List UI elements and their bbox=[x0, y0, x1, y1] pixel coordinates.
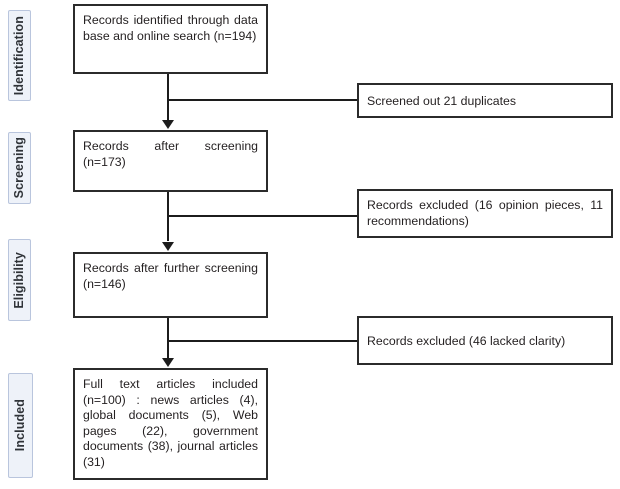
exclusion-box-duplicates: Screened out 21 duplicates bbox=[357, 83, 613, 118]
connector-arrow-eligibility-to-included bbox=[162, 358, 174, 367]
exclusion-box-opinion-pieces: Records excluded (16 opinion pieces, 11 … bbox=[357, 189, 613, 238]
exclusion-box-text: Records excluded (16 opinion pieces, 11 … bbox=[367, 198, 603, 228]
stage-label-screening: Screening bbox=[8, 132, 31, 204]
connector-line-identification-to-screening bbox=[167, 74, 169, 121]
stage-label-included: Included bbox=[8, 373, 33, 478]
stage-label-text: Screening bbox=[12, 137, 27, 199]
exclusion-box-lacked-clarity: Records excluded (46 lacked clarity) bbox=[357, 316, 613, 365]
exclusion-box-text: Screened out 21 duplicates bbox=[367, 94, 517, 109]
connector-branch-to-records-excluded-clarity bbox=[167, 340, 357, 342]
connector-arrow-screening-to-eligibility bbox=[162, 242, 174, 251]
connector-arrow-identification-to-screening bbox=[162, 120, 174, 129]
flow-box-text: Full text articles included (n=100) : ne… bbox=[83, 377, 258, 470]
flow-box-text: Records after further screening (n=146) bbox=[83, 261, 258, 291]
exclusion-box-text: Records excluded (46 lacked clarity) bbox=[367, 334, 566, 349]
flow-box-text: Records after screening (n=173) bbox=[83, 139, 258, 169]
stage-label-identification: Identification bbox=[8, 10, 31, 101]
stage-label-text: Eligibility bbox=[12, 251, 27, 309]
flow-box-full-text-articles-included: Full text articles included (n=100) : ne… bbox=[73, 368, 268, 480]
flow-box-text: Records identified through data base and… bbox=[83, 13, 258, 43]
connector-branch-to-duplicates bbox=[167, 99, 357, 101]
flow-box-records-after-further-screening: Records after further screening (n=146) bbox=[73, 252, 268, 318]
flow-box-records-after-screening: Records after screening (n=173) bbox=[73, 130, 268, 192]
connector-branch-to-records-excluded-opinion bbox=[167, 215, 357, 217]
flow-box-records-identified: Records identified through data base and… bbox=[73, 4, 268, 74]
stage-label-text: Identification bbox=[12, 15, 27, 96]
stage-label-text: Included bbox=[13, 399, 28, 452]
connector-line-eligibility-to-included bbox=[167, 318, 169, 360]
stage-label-eligibility: Eligibility bbox=[8, 239, 31, 321]
